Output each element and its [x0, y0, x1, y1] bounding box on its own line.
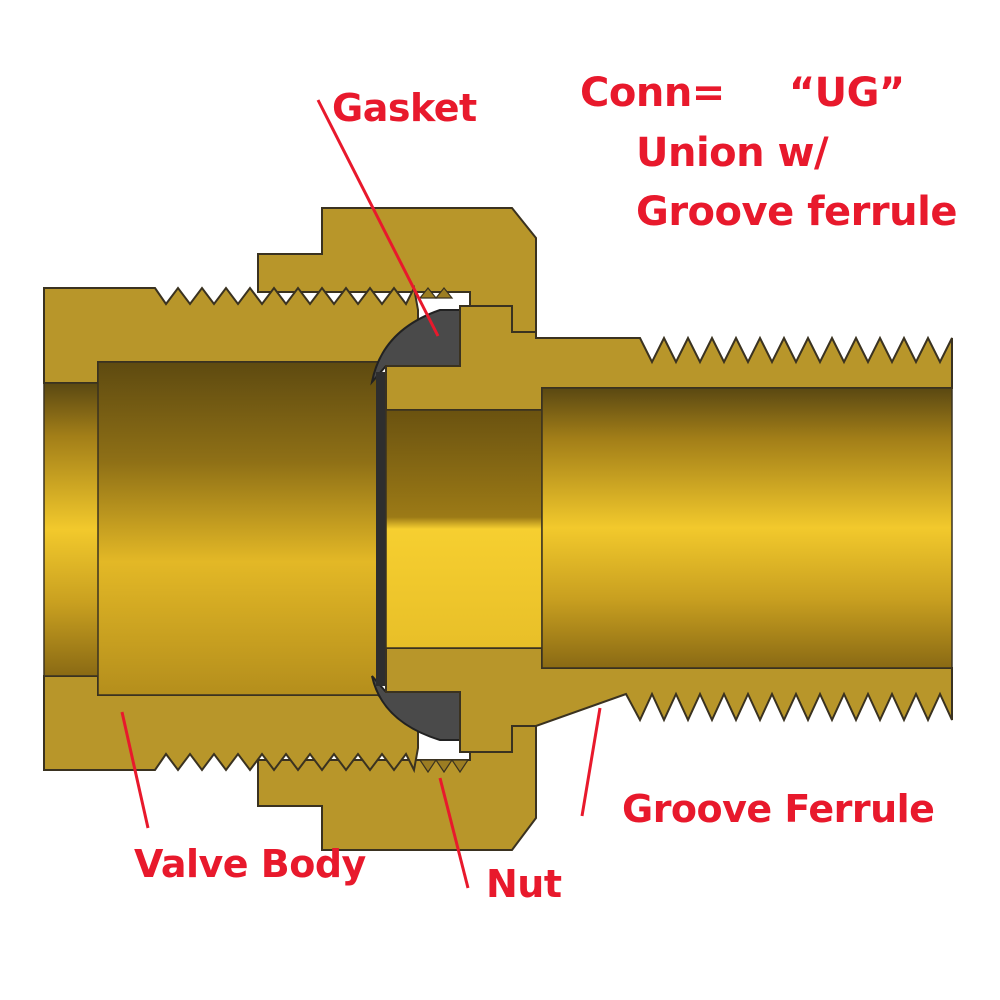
gasket-leader — [316, 99, 440, 337]
valve-body-label: Valve Body — [134, 842, 366, 886]
connection-description-line2: Groove ferrule — [636, 189, 957, 235]
groove-ferrule — [385, 305, 953, 753]
valve-body — [43, 284, 419, 774]
groove-ferrule-bore — [541, 387, 953, 669]
connection-code: “UG” — [788, 70, 905, 116]
nut-leader — [438, 777, 470, 889]
nut-upper-half — [257, 207, 537, 333]
nut-label: Nut — [486, 862, 562, 906]
nut-lower-half — [257, 725, 537, 851]
groove-ferrule-lower-wall — [385, 647, 953, 753]
valve-body-lower-wall — [43, 675, 419, 774]
gasket-inner-strip — [376, 372, 386, 686]
valve-body-bore — [97, 361, 381, 696]
nut-threads — [418, 287, 470, 774]
groove-ferrule-upper-wall — [385, 305, 953, 411]
gasket-label: Gasket — [332, 86, 477, 130]
nut — [257, 207, 537, 851]
valve-body-bore-outer — [43, 382, 101, 677]
groove-ferrule-leader — [580, 707, 602, 817]
groove-ferrule-bore-narrow — [385, 409, 543, 649]
valve-body-leader — [120, 711, 150, 829]
connection-description-line1: Union w/ — [636, 130, 829, 176]
groove-ferrule-label: Groove Ferrule — [622, 787, 935, 831]
connection-prefix: Conn= — [580, 70, 725, 116]
leader-lines — [120, 99, 602, 889]
connection-code-label: Conn= “UG” — [580, 70, 905, 116]
